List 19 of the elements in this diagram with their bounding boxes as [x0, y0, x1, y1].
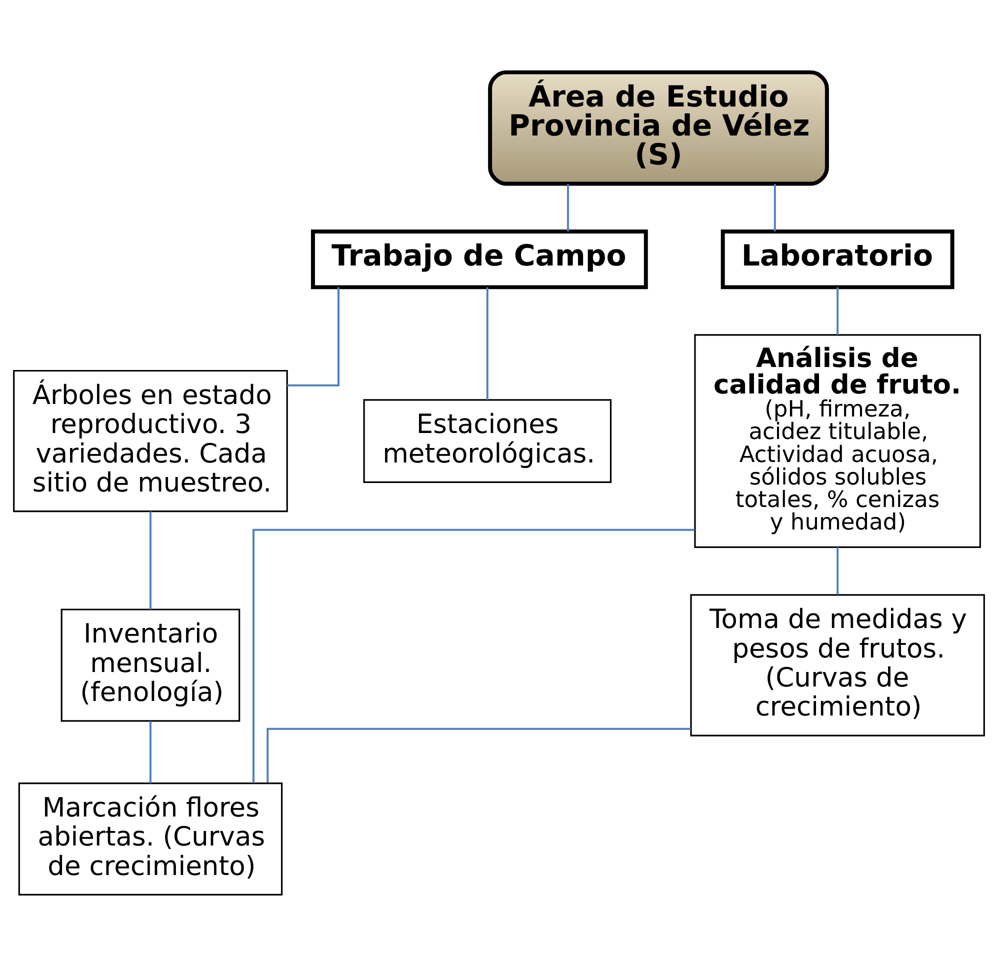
connector: [566, 184, 569, 231]
connector: [836, 546, 839, 594]
connector: [774, 184, 776, 231]
node-box: Estaciones meteorológicas.: [363, 398, 612, 482]
connector: [266, 727, 691, 782]
connector: [149, 510, 152, 609]
connector: [836, 286, 839, 334]
node-box: Trabajo de Campo: [310, 228, 648, 289]
node-box: Árboles en estado reproductivo. 3 variedades. Cada sitio de muestreo.: [13, 369, 288, 512]
node-box: Marcación flores abiertas. (Curvas de crecimiento): [18, 782, 283, 895]
node-box: Inventario mensual. (fenología): [60, 608, 240, 722]
connector: [486, 286, 488, 400]
node-box: Análisis de calidad de fruto. (pH, firmeza, acidez titulable, Actividad acuosa, sólidos solubles totales, % cenizas y humedad): [694, 334, 981, 548]
connector: [287, 286, 340, 386]
connector: [252, 528, 695, 783]
node-box: Toma de medidas y pesos de frutos. (Curvas de crecimiento): [690, 594, 985, 736]
connector: [149, 720, 152, 783]
node-box: Laboratorio: [720, 228, 954, 289]
node-box: Área de Estudio Provincia de Vélez (S): [488, 70, 829, 186]
